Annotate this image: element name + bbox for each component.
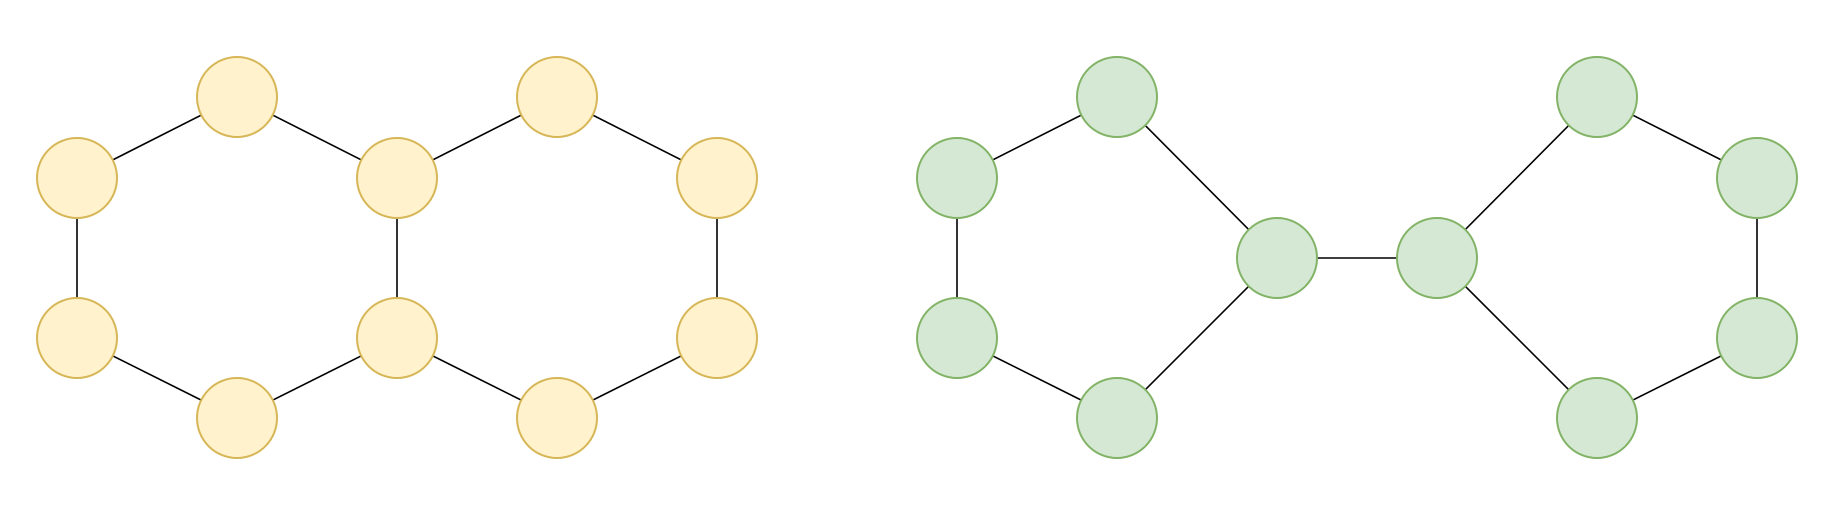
node-b4 xyxy=(1076,377,1158,459)
node-b5 xyxy=(916,297,998,379)
node-a7 xyxy=(516,56,598,138)
node-b7 xyxy=(1556,56,1638,138)
node-b6 xyxy=(1396,217,1478,299)
node-b3 xyxy=(1236,217,1318,299)
node-a10 xyxy=(516,377,598,459)
node-a4 xyxy=(356,297,438,379)
nodes-layer xyxy=(36,56,1798,459)
node-a3 xyxy=(356,137,438,219)
node-a5 xyxy=(196,377,278,459)
node-a6 xyxy=(36,297,118,379)
node-b10 xyxy=(1556,377,1638,459)
edges-layer xyxy=(76,96,1758,419)
node-b1 xyxy=(916,137,998,219)
node-b2 xyxy=(1076,56,1158,138)
node-a2 xyxy=(196,56,278,138)
node-a1 xyxy=(36,137,118,219)
node-a8 xyxy=(676,137,758,219)
node-a9 xyxy=(676,297,758,379)
node-b8 xyxy=(1716,137,1798,219)
node-b9 xyxy=(1716,297,1798,379)
